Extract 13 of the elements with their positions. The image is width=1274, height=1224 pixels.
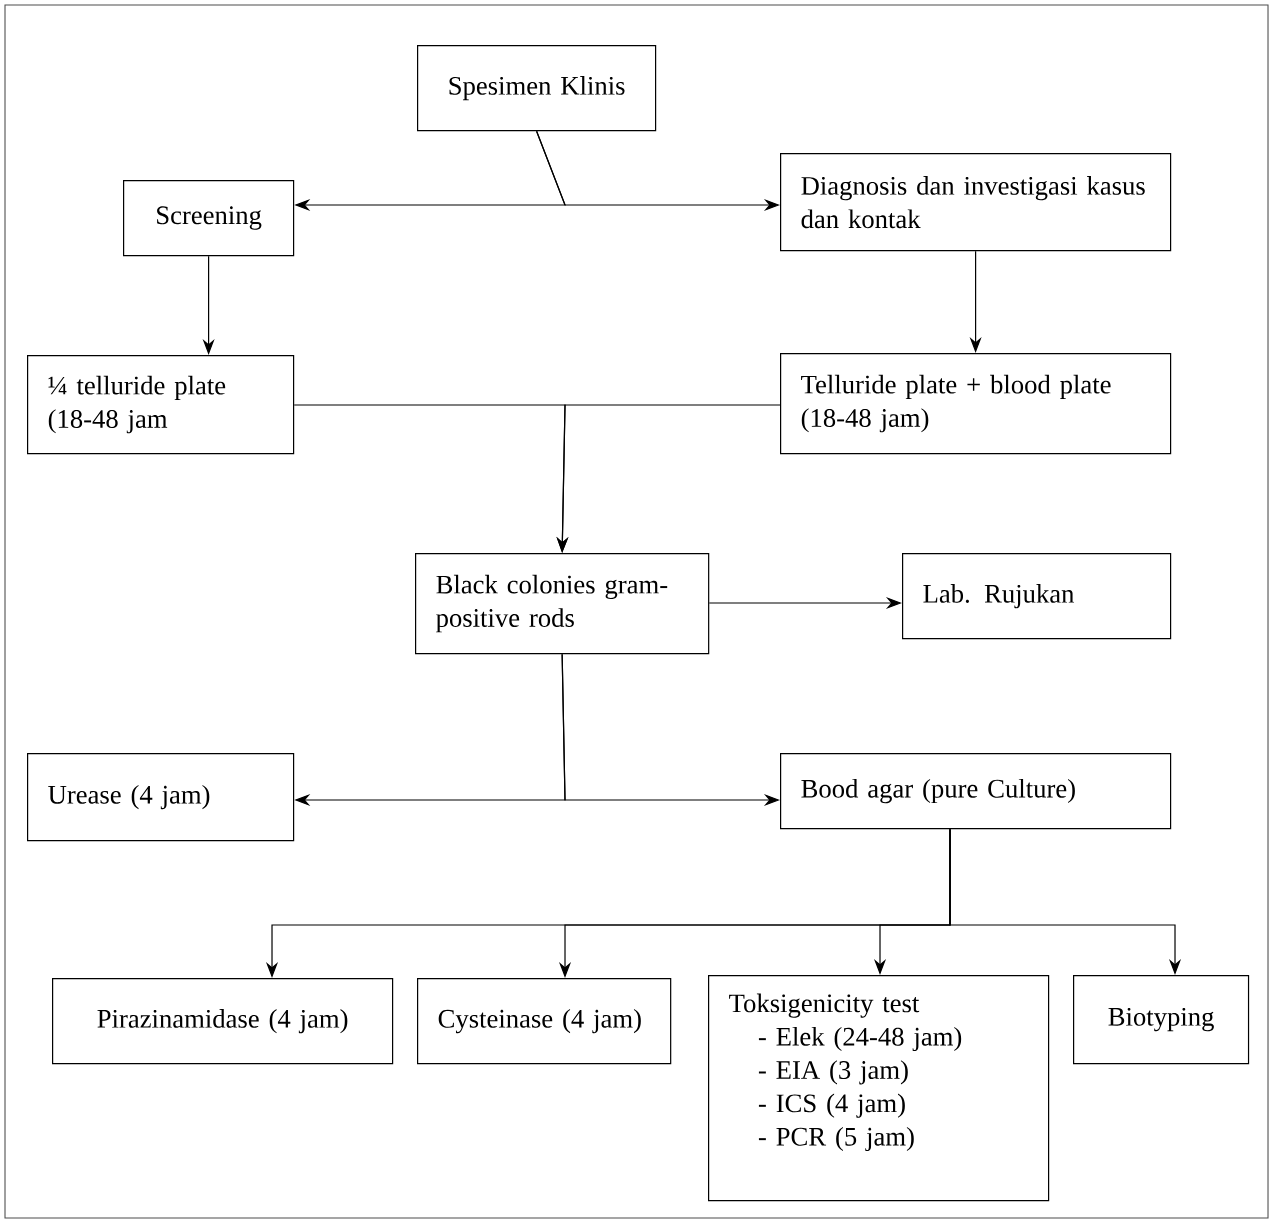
process-box: Urease (4 jam) [27, 753, 295, 842]
process-box: Pirazinamidase (4 jam) [52, 978, 394, 1065]
process-box: Telluride plate + blood plate (18-48 jam) [780, 353, 1172, 455]
process-box: Biotyping [1073, 975, 1250, 1065]
process-box: Cysteinase (4 jam) [417, 978, 672, 1065]
process-box: Screening [123, 180, 295, 257]
process-box: Diagnosis dan investigasi kasus dan kontak [780, 153, 1172, 252]
process-box: Lab. Rujukan [902, 553, 1172, 640]
process-box: Black colonies gram-positive rods [415, 553, 710, 655]
process-box: ¼ telluride plate (18-48 jam [27, 355, 295, 455]
process-box: Bood agar (pure Culture) [780, 753, 1172, 830]
process-box: Spesimen Klinis [417, 45, 657, 132]
process-box: Toksigenicity test - Elek (24-48 jam) - EIA (3 jam) - ICS (4 jam) - PCR (5 jam) [708, 975, 1050, 1202]
